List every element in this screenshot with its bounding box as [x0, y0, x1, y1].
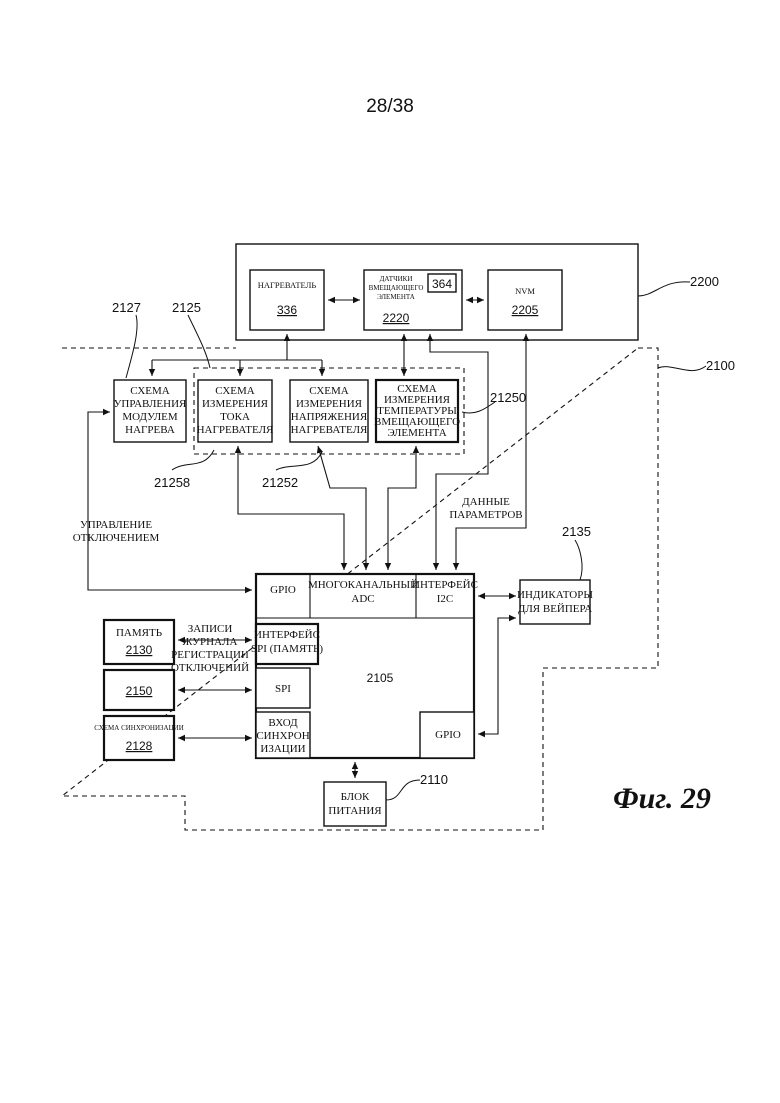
svg-text:ОТКЛЮЧЕНИЕМ: ОТКЛЮЧЕНИЕМ — [73, 532, 160, 544]
sync-circuit-block: СХЕМА СИНХРОНИЗАЦИИ 2128 — [94, 716, 184, 760]
svg-text:ЗАПИСИ: ЗАПИСИ — [188, 623, 233, 635]
svg-text:ЭЛЕМЕНТА: ЭЛЕМЕНТА — [387, 427, 446, 439]
svg-text:ИЗМЕРЕНИЯ: ИЗМЕРЕНИЯ — [202, 398, 269, 410]
svg-text:ИНТЕРФЕЙС: ИНТЕРФЕЙС — [254, 629, 320, 641]
leader-2200 — [638, 282, 690, 296]
svg-text:2205: 2205 — [512, 303, 539, 317]
leader-2135 — [575, 540, 582, 580]
temperature-measurement-block: СХЕМА ИЗМЕРЕНИЯ ТЕМПЕРАТУРЫ ВМЕЩАЮЩЕГО Э… — [374, 380, 460, 442]
link-temp-adc — [388, 446, 416, 570]
leader-21252 — [276, 452, 322, 470]
power-supply-block: БЛОК ПИТАНИЯ — [324, 782, 386, 826]
svg-text:2130: 2130 — [126, 643, 153, 657]
svg-text:НАГРЕВАТЕЛЯ: НАГРЕВАТЕЛЯ — [197, 424, 274, 436]
svg-text:ВХОД: ВХОД — [268, 717, 298, 729]
mcu-spi-memory: ИНТЕРФЕЙС SPI (ПАМЯТЬ) — [251, 624, 323, 664]
svg-text:ПАРАМЕТРОВ: ПАРАМЕТРОВ — [449, 509, 522, 521]
svg-text:СХЕМА: СХЕМА — [309, 385, 348, 397]
vapor-indicators-block: ИНДИКАТОРЫ ДЛЯ ВЕЙПЕРА — [517, 580, 593, 624]
mcu-gpio-top: GPIO — [270, 584, 296, 596]
annotation-shutdown-log: ЗАПИСИ ЖУРНАЛА РЕГИСТРАЦИИ ОТКЛЮЧЕНИЙ — [171, 623, 249, 674]
svg-text:I2C: I2C — [437, 593, 454, 605]
svg-text:УПРАВЛЕНИЕ: УПРАВЛЕНИЕ — [80, 519, 152, 531]
heater-block: НАГРЕВАТЕЛЬ 336 — [250, 270, 324, 330]
mcu-sync-input: ВХОД СИНХРОН ИЗАЦИИ — [256, 712, 310, 758]
mcu-gpio-bottom: GPIO — [420, 712, 474, 758]
svg-text:GPIO: GPIO — [435, 729, 461, 741]
ref-2200: 2200 — [690, 274, 719, 289]
ref-21258: 21258 — [154, 475, 190, 490]
svg-text:ДЛЯ ВЕЙПЕРА: ДЛЯ ВЕЙПЕРА — [518, 603, 592, 615]
block-2150: 2150 — [104, 670, 174, 710]
svg-text:ДАТЧИКИ: ДАТЧИКИ — [380, 275, 413, 283]
page-number: 28/38 — [366, 96, 414, 117]
svg-text:ИЗАЦИИ: ИЗАЦИИ — [260, 743, 305, 755]
link-voltage-adc — [318, 446, 366, 570]
annotation-parameter-data: ДАННЫЕ ПАРАМЕТРОВ — [449, 496, 522, 521]
svg-text:ЖУРНАЛА: ЖУРНАЛА — [183, 636, 238, 648]
svg-text:SPI: SPI — [275, 683, 291, 695]
svg-text:НАПРЯЖЕНИЯ: НАПРЯЖЕНИЯ — [291, 411, 368, 423]
svg-text:NVM: NVM — [515, 286, 535, 296]
ref-2100: 2100 — [706, 358, 735, 373]
ref-2127: 2127 — [112, 300, 141, 315]
link-gpio-indicators — [478, 618, 516, 734]
svg-text:МОДУЛЕМ: МОДУЛЕМ — [122, 411, 178, 423]
svg-text:РЕГИСТРАЦИИ: РЕГИСТРАЦИИ — [171, 649, 249, 661]
svg-text:ДАННЫЕ: ДАННЫЕ — [462, 496, 510, 508]
svg-text:НАГРЕВАТЕЛЯ: НАГРЕВАТЕЛЯ — [291, 424, 368, 436]
svg-text:ОТКЛЮЧЕНИЙ: ОТКЛЮЧЕНИЙ — [171, 662, 249, 674]
mcu-spi: SPI — [256, 668, 310, 708]
link-nvm-i2c — [456, 334, 526, 570]
svg-text:ADC: ADC — [351, 593, 374, 605]
receptacle-sensors-block: ДАТЧИКИ ВМЕЩАЮЩЕГО ЭЛЕМЕНТА 364 2220 — [364, 270, 462, 330]
svg-text:ИНДИКАТОРЫ: ИНДИКАТОРЫ — [517, 589, 593, 601]
voltage-measurement-block: СХЕМА ИЗМЕРЕНИЯ НАПРЯЖЕНИЯ НАГРЕВАТЕЛЯ — [290, 380, 368, 442]
ref-21252: 21252 — [262, 475, 298, 490]
tag-364: 364 — [432, 277, 452, 291]
svg-text:БЛОК: БЛОК — [341, 791, 370, 803]
svg-text:УПРАВЛЕНИЯ: УПРАВЛЕНИЯ — [114, 398, 187, 410]
svg-text:МНОГОКАНАЛЬНЫЙ: МНОГОКАНАЛЬНЫЙ — [308, 579, 418, 591]
mcu-number: 2105 — [367, 671, 394, 685]
nvm-block: NVM 2205 — [488, 270, 562, 330]
svg-text:ИЗМЕРЕНИЯ: ИЗМЕРЕНИЯ — [296, 398, 363, 410]
memory-block: ПАМЯТЬ 2130 — [104, 620, 174, 664]
svg-text:СХЕМА: СХЕМА — [215, 385, 254, 397]
figure-label: Фиг. 29 — [613, 782, 711, 815]
leader-2100 — [658, 366, 706, 371]
leader-2110 — [386, 780, 420, 800]
ref-2125: 2125 — [172, 300, 201, 315]
svg-text:SPI (ПАМЯТЬ): SPI (ПАМЯТЬ) — [251, 643, 323, 655]
leader-21258 — [172, 450, 214, 470]
svg-text:2128: 2128 — [126, 739, 153, 753]
svg-text:СИНХРОН: СИНХРОН — [256, 730, 309, 742]
link-current-mcu — [238, 446, 344, 570]
svg-text:ИНТЕРФЕЙС: ИНТЕРФЕЙС — [412, 579, 478, 591]
leader-2127 — [126, 315, 137, 378]
svg-text:ПАМЯТЬ: ПАМЯТЬ — [116, 627, 162, 639]
svg-text:ВМЕЩАЮЩЕГО: ВМЕЩАЮЩЕГО — [369, 284, 424, 292]
svg-text:СХЕМА СИНХРОНИЗАЦИИ: СХЕМА СИНХРОНИЗАЦИИ — [94, 724, 184, 732]
svg-text:ЭЛЕМЕНТА: ЭЛЕМЕНТА — [377, 293, 415, 301]
current-measurement-block: СХЕМА ИЗМЕРЕНИЯ ТОКА НАГРЕВАТЕЛЯ — [197, 380, 274, 442]
svg-text:СХЕМА: СХЕМА — [130, 385, 169, 397]
svg-text:336: 336 — [277, 303, 297, 317]
svg-text:НАГРЕВА: НАГРЕВА — [125, 424, 175, 436]
svg-text:ПИТАНИЯ: ПИТАНИЯ — [328, 805, 382, 817]
svg-text:2150: 2150 — [126, 684, 153, 698]
ref-2110: 2110 — [420, 772, 448, 787]
heat-control-block: СХЕМА УПРАВЛЕНИЯ МОДУЛЕМ НАГРЕВА — [114, 380, 187, 442]
svg-text:ТОКА: ТОКА — [220, 411, 250, 423]
svg-text:НАГРЕВАТЕЛЬ: НАГРЕВАТЕЛЬ — [258, 280, 317, 290]
ref-21250: 21250 — [490, 390, 526, 405]
annotation-shutdown-control: УПРАВЛЕНИЕ ОТКЛЮЧЕНИЕМ — [73, 519, 160, 544]
ref-2135: 2135 — [562, 524, 591, 539]
svg-text:GPIO: GPIO — [270, 584, 296, 596]
link-sensors-i2c — [430, 334, 488, 570]
svg-text:2220: 2220 — [383, 311, 410, 325]
